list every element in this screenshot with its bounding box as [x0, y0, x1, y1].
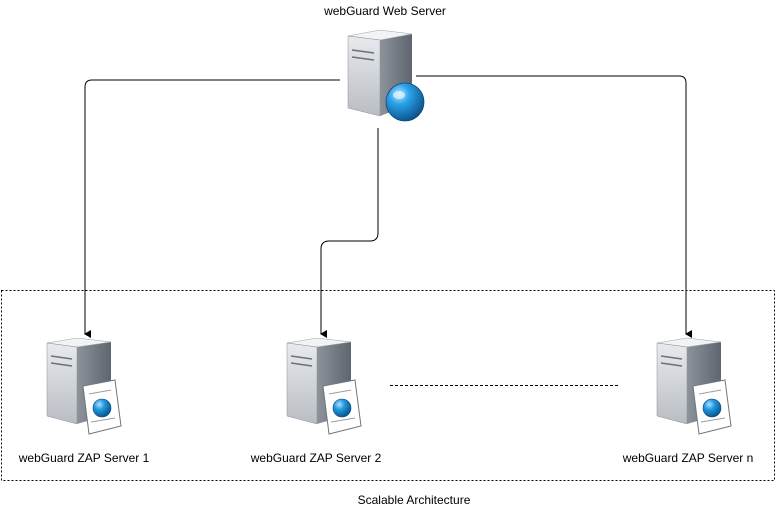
- web-server-icon: [347, 29, 425, 122]
- zap-server-n-label: webGuard ZAP Server n: [622, 451, 754, 465]
- zap-server-2-icon: [286, 337, 362, 435]
- web-server-label: webGuard Web Server: [324, 4, 446, 18]
- edge-web-to-zap-2: [320, 128, 379, 338]
- zap-server-2-label: webGuard ZAP Server 2: [250, 451, 382, 465]
- scalable-architecture-label: Scalable Architecture: [357, 493, 471, 507]
- scalable-architecture-boundary: [1, 290, 775, 481]
- zap-server-1-icon: [46, 337, 122, 435]
- edge-web-to-zap-1: [84, 79, 340, 338]
- edge-web-to-zap-n: [416, 75, 692, 338]
- zap-server-1-label: webGuard ZAP Server 1: [18, 451, 150, 465]
- zap-server-n-icon: [656, 337, 732, 435]
